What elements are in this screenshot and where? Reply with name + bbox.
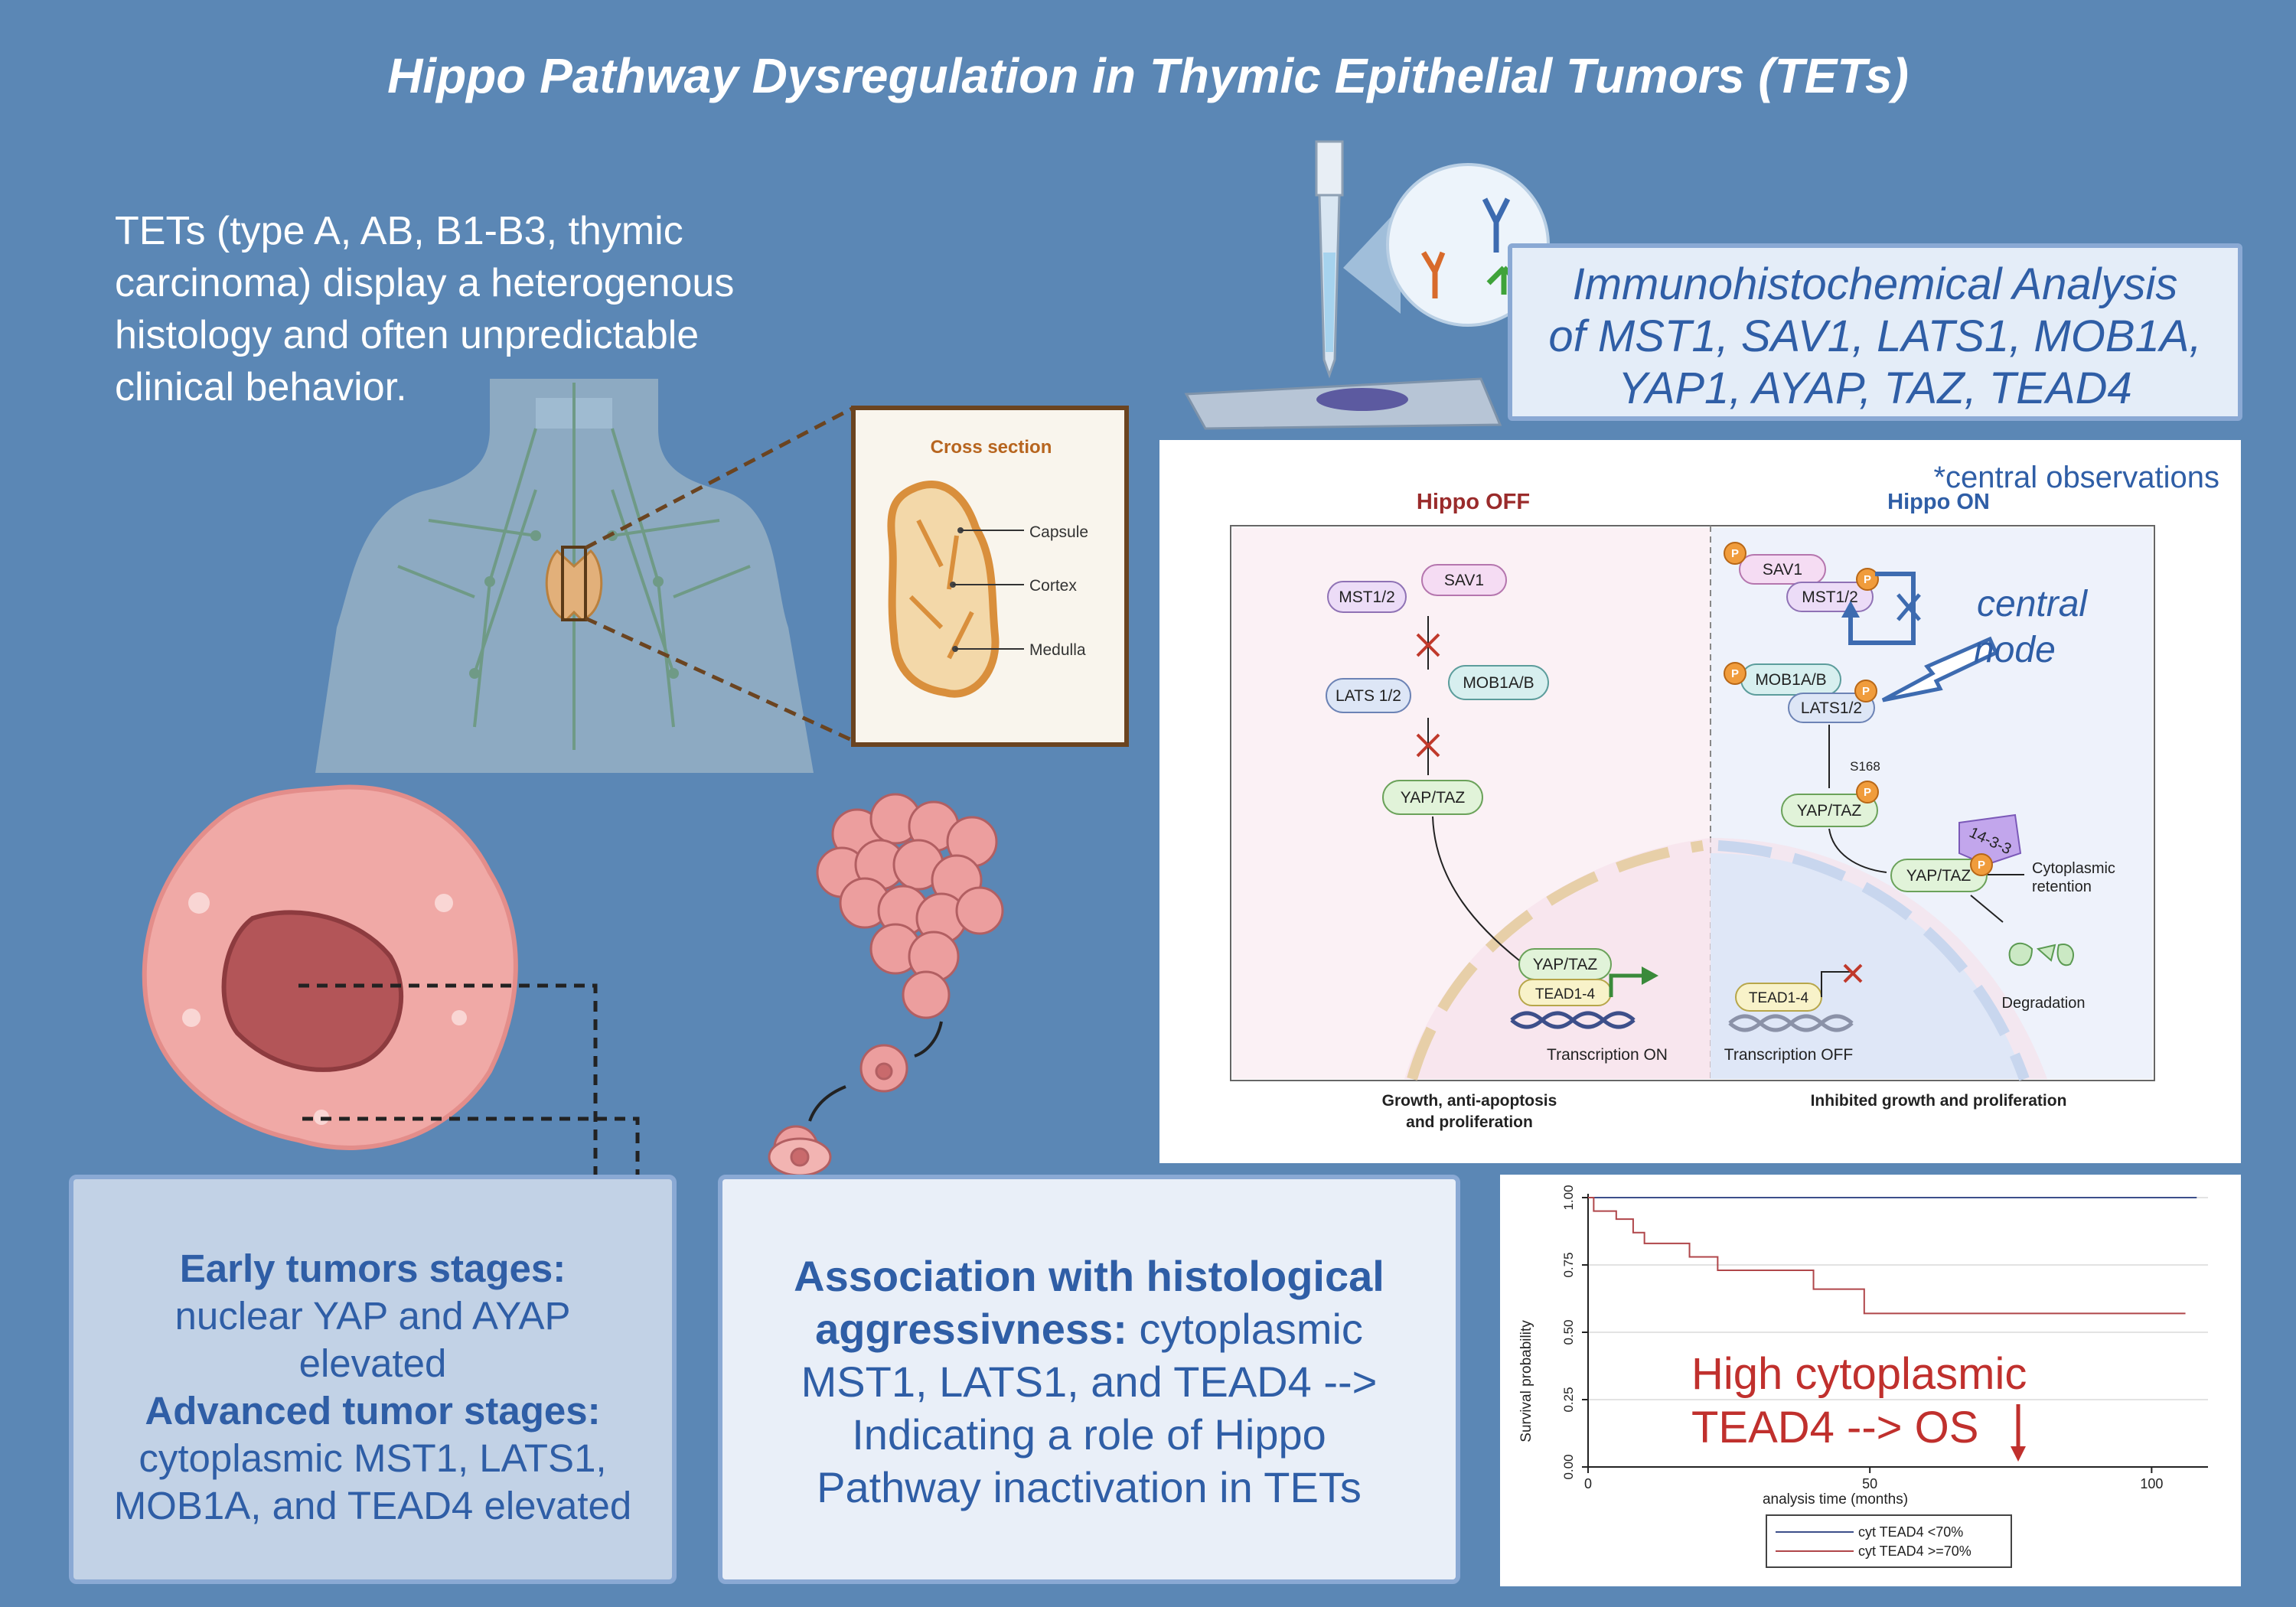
off-tead: TEAD1-4 (1535, 986, 1596, 1002)
x-tick-label: 50 (1862, 1476, 1877, 1491)
x-axis-label: analysis time (months) (1763, 1491, 1908, 1508)
off-outcome-line1: Growth, anti-apoptosis (1382, 1092, 1557, 1110)
on-mst: MST1/2 (1802, 588, 1858, 606)
intro-line: histology and often unpredictable (115, 313, 700, 357)
survival-curve-2 (1588, 1197, 2186, 1315)
chart-legend: cyt TEAD4 <70% cyt TEAD4 >=70% (1766, 1514, 2012, 1568)
intro-text: TETs (type A, AB, B1-B3, thymic carcinom… (115, 205, 880, 413)
association-line2: aggressivness: cytoplasmic (722, 1302, 1456, 1355)
y-tick-label: 0.00 (1561, 1454, 1576, 1479)
page-title: Hippo Pathway Dysregulation in Thymic Ep… (387, 48, 1909, 103)
on-yaptaz: YAP/TAZ (1797, 802, 1862, 820)
association-line5: Pathway inactivation in TETs (817, 1463, 1362, 1511)
tumor-stages-box: Early tumors stages: nuclear YAP and AYA… (69, 1175, 677, 1584)
on-retention-line2: retention (2032, 878, 2092, 895)
legend-series-1: cyt TEAD4 <70% (1858, 1524, 1963, 1540)
on-retention-line1: Cytoplasmic (2032, 860, 2115, 877)
off-mob: MOB1A/B (1463, 674, 1534, 692)
p-label: P (1864, 786, 1871, 799)
advanced-stages-title: Advanced tumor stages: (145, 1389, 601, 1433)
cross-section-panel: Cross section Capsule Cortex Medulla (851, 406, 1129, 747)
y-tick-label: 0.25 (1561, 1387, 1576, 1412)
p-label: P (1864, 573, 1871, 586)
ihc-line: YAP1, AYAP, TAZ, TEAD4 (1618, 363, 2132, 413)
on-yaptaz-retained: YAP/TAZ (1906, 867, 1971, 885)
x-tick-label: 100 (2140, 1476, 2163, 1491)
association-title-line1: Association with histological (794, 1252, 1384, 1300)
pipette-illustration (1184, 140, 1550, 430)
ihc-analysis-box: Immunohistochemical Analysis of MST1, SA… (1508, 243, 2242, 421)
p-label: P (1731, 547, 1739, 560)
off-yaptaz-nucleus: YAP/TAZ (1533, 956, 1598, 973)
on-sav: SAV1 (1763, 561, 1802, 579)
off-transcription: Transcription ON (1547, 1046, 1668, 1064)
early-stages-line1: nuclear YAP and AYAP (174, 1294, 571, 1338)
ihc-line: Immunohistochemical Analysis (1572, 259, 2178, 309)
association-line4: Indicating a role of Hippo (852, 1410, 1326, 1459)
capsule-label: Capsule (1029, 523, 1088, 541)
y-axis-label: Survival probability (1518, 1320, 1534, 1442)
intro-line: carcinoma) display a heterogenous (115, 261, 735, 305)
cell-cluster-illustration (768, 793, 1004, 1177)
chart-axes: 0.00 0.25 0.50 0.75 1.00 0 50 100 (1561, 1185, 2208, 1491)
early-stages-line2: elevated (298, 1341, 447, 1385)
association-line3: MST1, LATS1, and TEAD4 --> (801, 1358, 1378, 1406)
hippo-on-title: Hippo ON (1887, 490, 1990, 514)
advanced-stages-line2: MOB1A, and TEAD4 elevated (113, 1484, 632, 1527)
tumor-cell-illustration (142, 784, 518, 1150)
p-label: P (1978, 859, 1985, 872)
on-tead: TEAD1-4 (1749, 990, 1809, 1006)
off-mst: MST1/2 (1339, 588, 1395, 606)
y-tick-label: 0.75 (1561, 1252, 1576, 1277)
central-observations-note: *central observations (1933, 461, 2219, 494)
association-title-line2: aggressivness: (815, 1305, 1127, 1353)
early-stages-title: Early tumors stages: (179, 1247, 566, 1290)
advanced-stages-line1: cytoplasmic MST1, LATS1, (139, 1436, 607, 1480)
ihc-line: of MST1, SAV1, LATS1, MOB1A, (1548, 311, 2202, 361)
on-outcome: Inhibited growth and proliferation (1811, 1092, 2067, 1110)
on-transcription: Transcription OFF (1724, 1046, 1853, 1064)
human-torso-illustration (315, 379, 814, 773)
off-yaptaz: YAP/TAZ (1401, 789, 1466, 807)
medulla-label: Medulla (1029, 641, 1086, 659)
cross-section-title: Cross section (931, 437, 1052, 458)
pathway-diagram: *central observations Hippo OFF Hippo ON… (1159, 440, 2241, 1163)
p-label: P (1731, 667, 1739, 680)
hippo-off-title: Hippo OFF (1417, 490, 1530, 514)
association-line2-rest: cytoplasmic (1127, 1305, 1363, 1353)
on-lats: LATS1/2 (1801, 699, 1862, 717)
y-tick-label: 0.50 (1561, 1319, 1576, 1345)
association-box: Association with histological aggressivn… (718, 1175, 1460, 1584)
off-outcome-line2: and proliferation (1406, 1113, 1533, 1131)
annotation-line1: High cytoplasmic (1691, 1349, 2027, 1399)
central-node-line1: central (1977, 584, 2088, 624)
off-sav: SAV1 (1444, 572, 1484, 589)
on-mob: MOB1A/B (1755, 671, 1826, 689)
phosphate-icons (1724, 542, 1993, 876)
degradation-fragments-icon (2008, 942, 2074, 966)
x-tick-label: 0 (1584, 1476, 1592, 1491)
on-degradation: Degradation (2002, 995, 2086, 1012)
on-s168: S168 (1850, 759, 1880, 774)
intro-line: TETs (type A, AB, B1-B3, thymic (115, 209, 683, 253)
down-arrow-icon (2011, 1404, 2026, 1462)
annotation-line2: TEAD4 --> OS (1691, 1403, 1978, 1452)
y-tick-label: 1.00 (1561, 1185, 1576, 1210)
intro-line: clinical behavior. (115, 365, 407, 409)
off-lats: LATS 1/2 (1336, 687, 1401, 705)
survival-chart: 0.00 0.25 0.50 0.75 1.00 0 50 100 analysis time… (1500, 1175, 2241, 1586)
central-node-line2: node (1974, 630, 2056, 670)
legend-series-2: cyt TEAD4 >=70% (1858, 1543, 1971, 1559)
cortex-label: Cortex (1029, 577, 1077, 595)
chart-series (1588, 1197, 2197, 1315)
p-label: P (1862, 685, 1870, 698)
